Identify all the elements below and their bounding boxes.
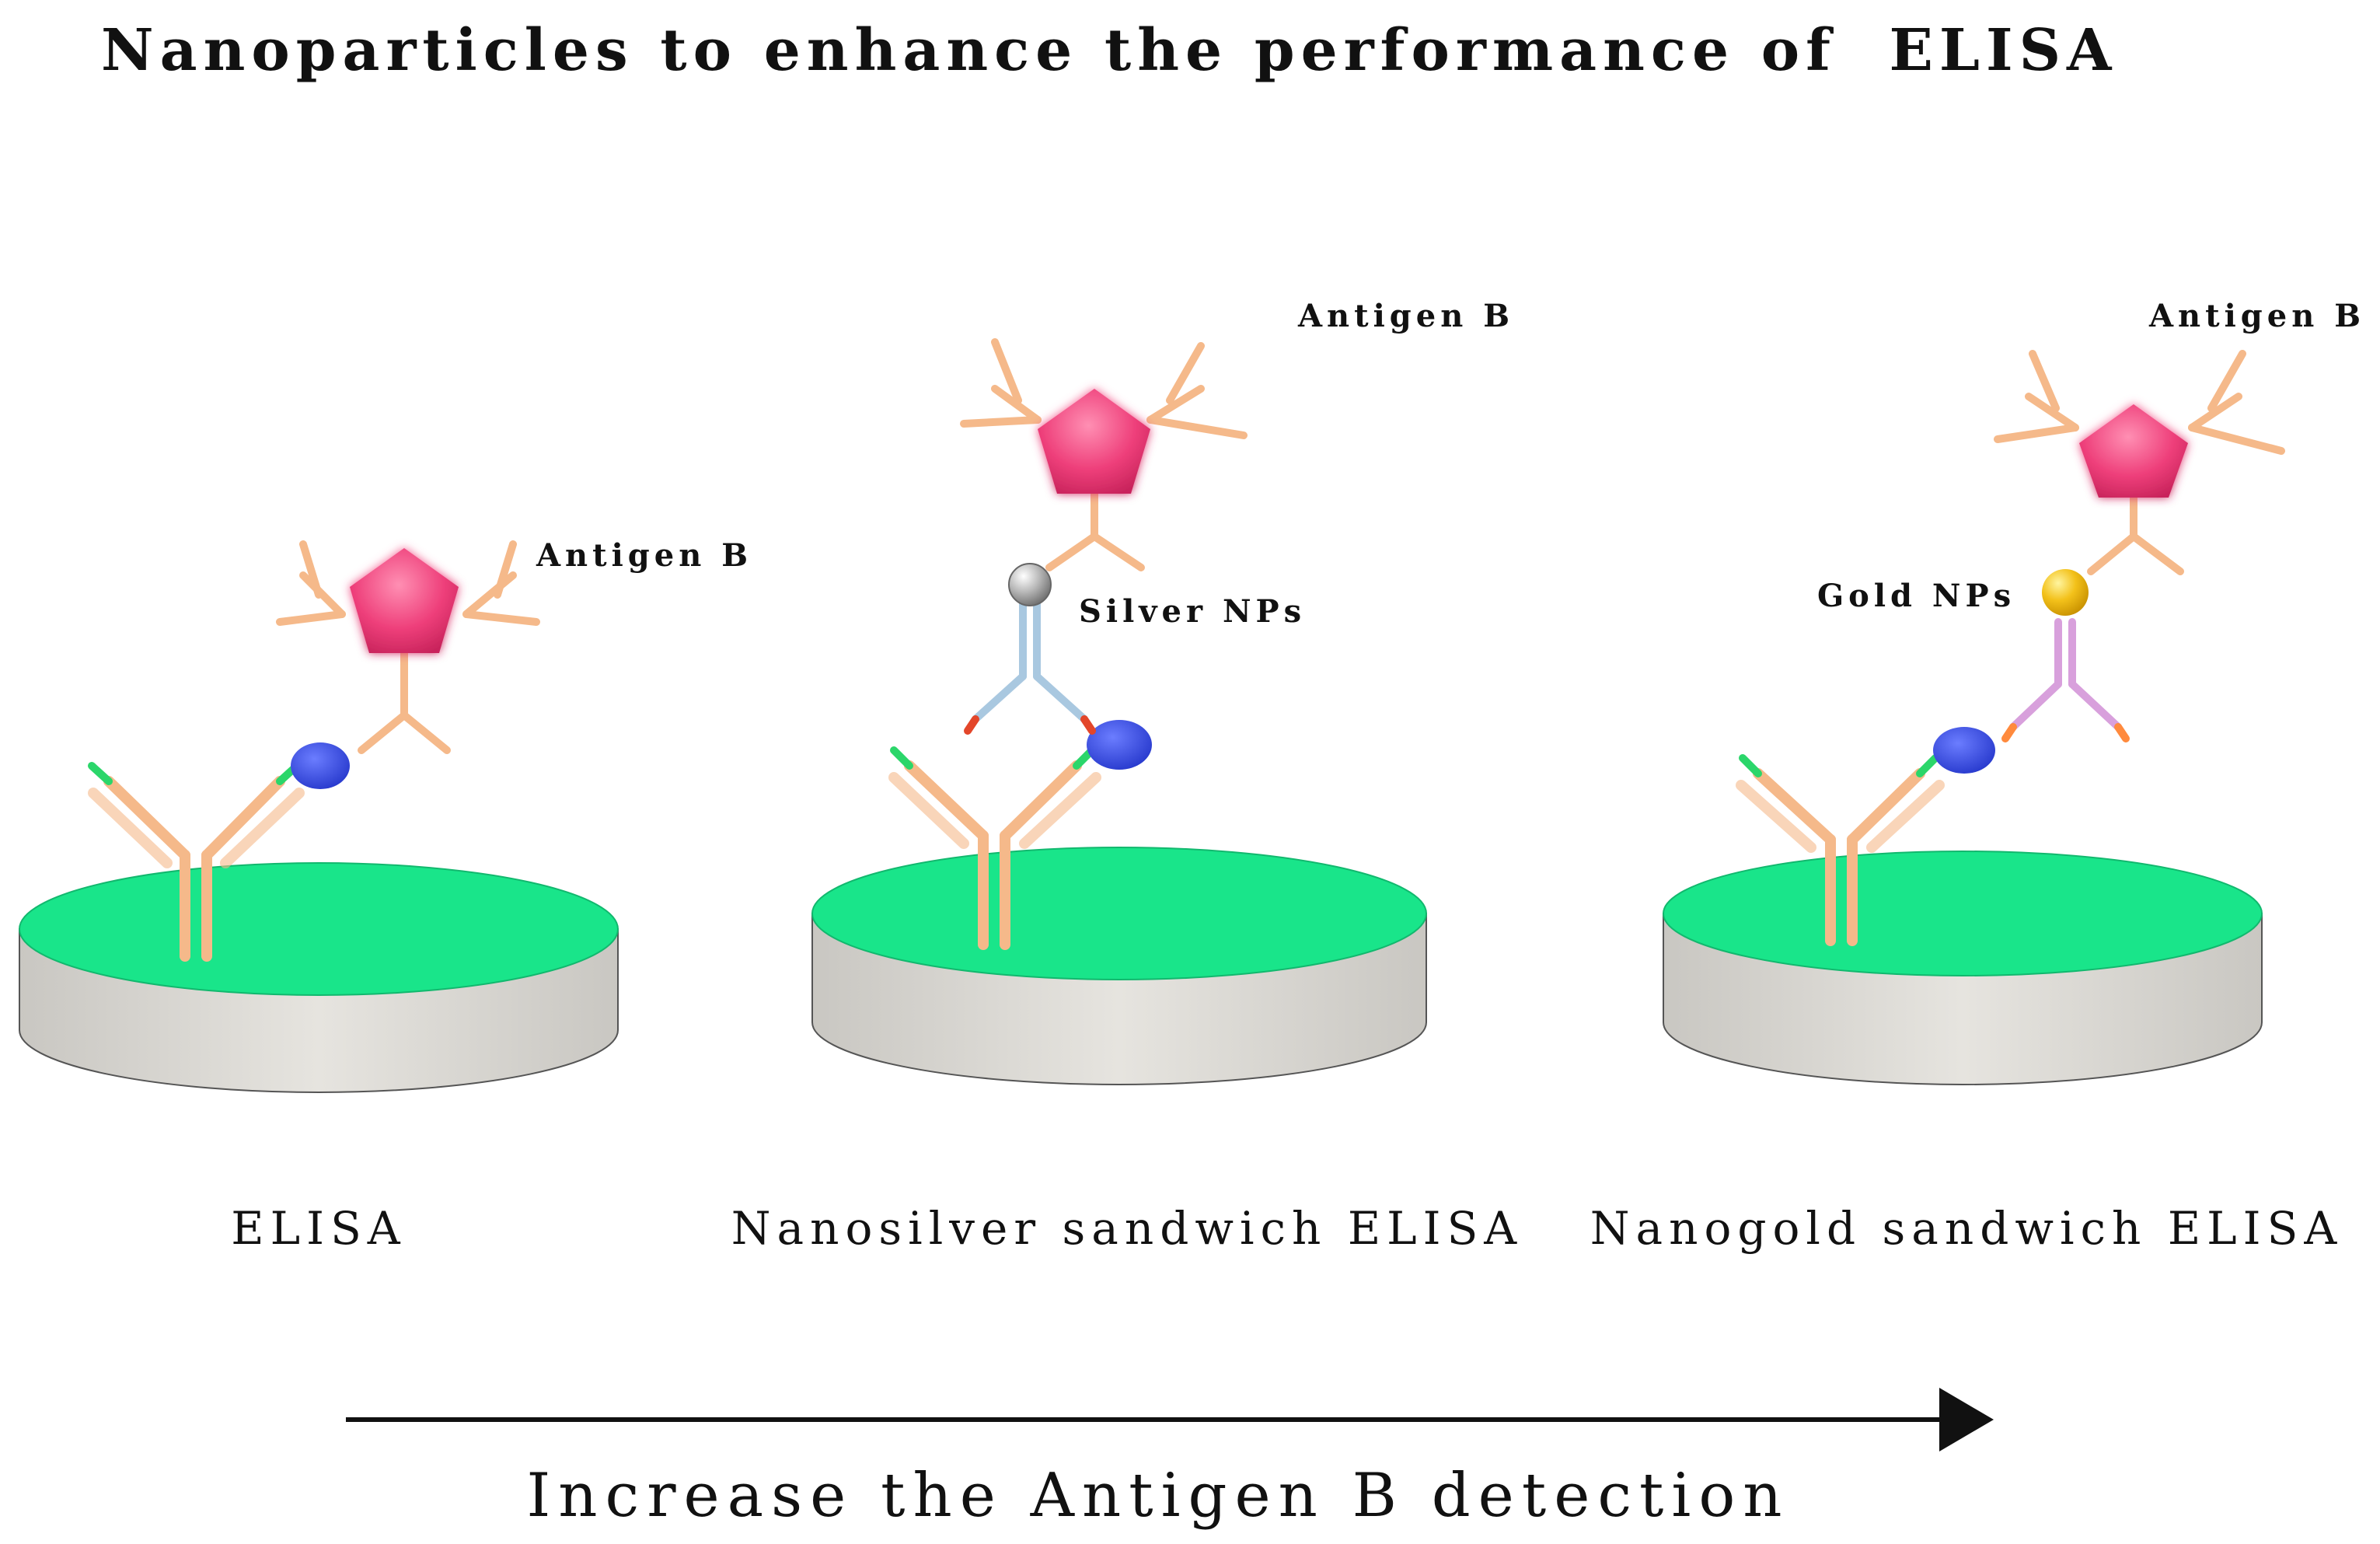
plate — [811, 847, 1427, 1085]
silver-nanoparticle — [1008, 563, 1052, 606]
capture-antibody — [88, 776, 305, 962]
antigen-label: Antigen B — [2148, 298, 2365, 334]
capture-antibody-tips — [88, 762, 301, 785]
plate — [19, 862, 619, 1093]
gold-nanoparticle — [2042, 569, 2089, 616]
gold-conjugated-antibody — [2009, 618, 2122, 731]
figure-title: Nanoparticles to enhance the performance… — [101, 17, 2117, 84]
capture-antibody-tips — [890, 746, 1096, 770]
arrow-head — [1939, 1388, 1994, 1451]
np-label: Silver NPs — [1079, 593, 1306, 630]
silver-conjugated-antibody — [972, 599, 1088, 723]
antigen-label: Antigen B — [1297, 298, 1514, 334]
panel-nanogold: Antigen B Gold NPs Nanogold sandwich ELI… — [1590, 298, 2365, 1255]
detection-antibody — [960, 338, 1248, 571]
marker-molecule — [1087, 720, 1152, 770]
plate — [1663, 851, 2263, 1085]
antigen-b-pentagon — [2079, 404, 2188, 498]
antigen-label: Antigen B — [536, 537, 752, 574]
detection-antibody — [276, 540, 540, 754]
silver-antibody-tips — [964, 715, 1096, 735]
panel-caption: Nanogold sandwich ELISA — [1590, 1202, 2343, 1255]
detection-arrow — [346, 1388, 1994, 1451]
arrow-label: Increase the Antigen B detection — [526, 1461, 1789, 1531]
capture-antibody — [888, 760, 1101, 950]
np-label: Gold NPs — [1817, 578, 2015, 614]
capture-antibody — [1736, 768, 1945, 946]
antigen-b-pentagon — [350, 548, 459, 653]
panel-elisa: Antigen B ELISA — [19, 537, 752, 1255]
gold-antibody-tips — [2001, 723, 2130, 742]
panel-caption: ELISA — [231, 1202, 406, 1255]
panel-nanosilver: Antigen B Silver NPs Nanosilver sandwich… — [731, 298, 1523, 1255]
marker-molecule — [1933, 727, 1995, 774]
marker-molecule — [291, 742, 350, 789]
capture-antibody-tips — [1739, 754, 1939, 777]
antigen-b-pentagon — [1038, 389, 1150, 494]
detection-antibody — [1994, 350, 2285, 575]
panel-caption: Nanosilver sandwich ELISA — [731, 1202, 1523, 1255]
